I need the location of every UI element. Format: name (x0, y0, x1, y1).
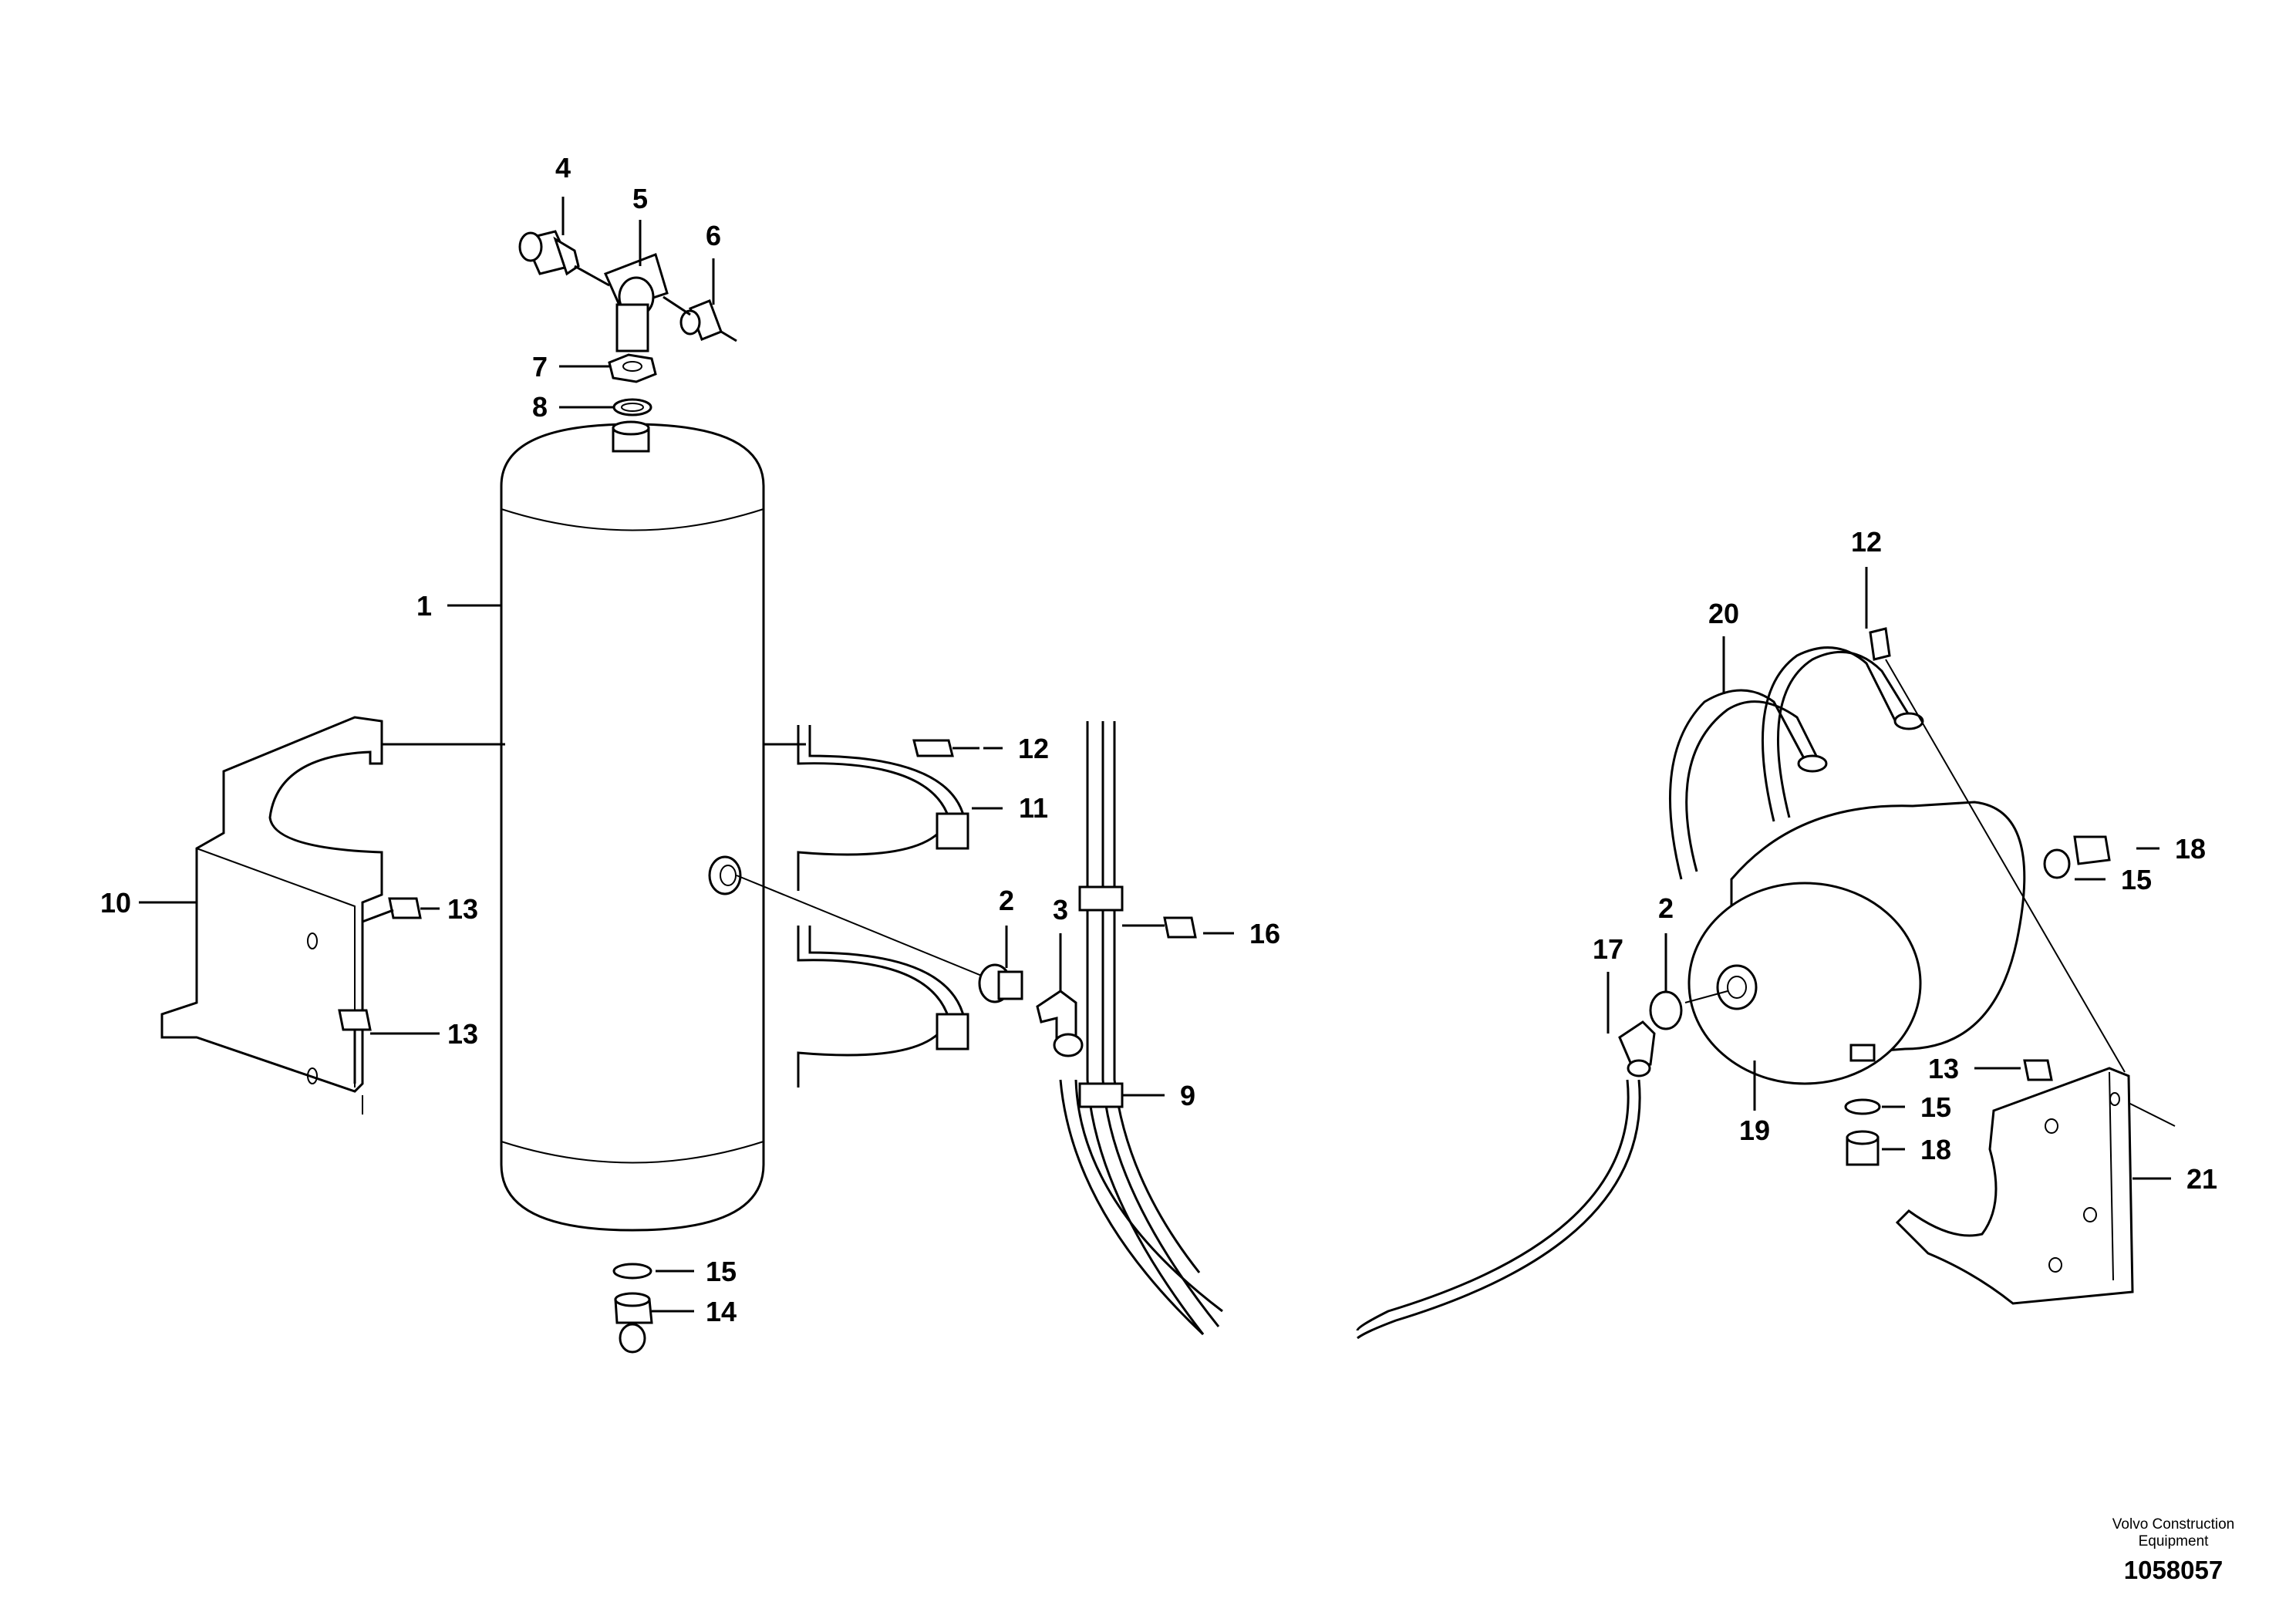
callout-6: 6 (706, 220, 721, 251)
callout-13-right: 13 (1928, 1053, 1959, 1084)
callout-18-upper: 18 (2175, 833, 2206, 865)
air-tank-vertical (500, 420, 765, 1232)
callout-1: 1 (416, 590, 432, 622)
leader-lines (139, 197, 2171, 1313)
callout-4: 4 (555, 152, 571, 184)
callout-15-left: 15 (706, 1256, 737, 1287)
callout-21: 21 (2186, 1163, 2217, 1195)
callout-16: 16 (1249, 918, 1280, 949)
air-tank-horizontal (1687, 801, 2026, 1085)
callout-14: 14 (706, 1296, 737, 1327)
drawing-number: 1058057 (2124, 1556, 2223, 1584)
callout-2-left: 2 (999, 885, 1014, 916)
callout-20: 20 (1708, 598, 1739, 629)
callout-5: 5 (632, 183, 648, 214)
callout-18-lower: 18 (1920, 1134, 1951, 1165)
callout-7: 7 (532, 351, 548, 383)
top-fittings (518, 230, 737, 416)
tank-straps (797, 725, 979, 1088)
callout-13-upper: 13 (447, 893, 478, 925)
callout-19: 19 (1739, 1114, 1770, 1146)
callout-labels: 4 5 6 7 8 1 12 11 10 13 13 2 3 16 9 15 1… (100, 152, 2217, 1327)
horizontal-tank-straps (1668, 627, 2126, 1073)
callout-2-right: 2 (1658, 892, 1674, 924)
company-name-line2: Equipment (2139, 1533, 2210, 1549)
callout-15-lower-right: 15 (1920, 1091, 1951, 1123)
callout-13-lower: 13 (447, 1018, 478, 1050)
callout-12-right: 12 (1851, 526, 1882, 558)
company-name-line1: Volvo Construction (2112, 1516, 2234, 1533)
callout-12-left: 12 (1018, 733, 1049, 764)
left-bracket (160, 716, 422, 1114)
callout-8: 8 (532, 391, 548, 423)
callout-17: 17 (1593, 933, 1623, 965)
bottom-drain-fittings (612, 1263, 653, 1354)
callout-11: 11 (1019, 792, 1048, 824)
callout-10: 10 (100, 887, 131, 919)
callout-15-upper-right: 15 (2121, 864, 2152, 895)
side-fittings-right (1356, 835, 2111, 1340)
right-bracket (1895, 1059, 2176, 1305)
side-fittings-left (978, 963, 1084, 1057)
air-hoses (1059, 721, 1223, 1336)
callout-3: 3 (1053, 894, 1068, 926)
callout-9: 9 (1180, 1080, 1195, 1111)
footer: Volvo Construction Equipment 1058057 (2112, 1516, 2234, 1584)
